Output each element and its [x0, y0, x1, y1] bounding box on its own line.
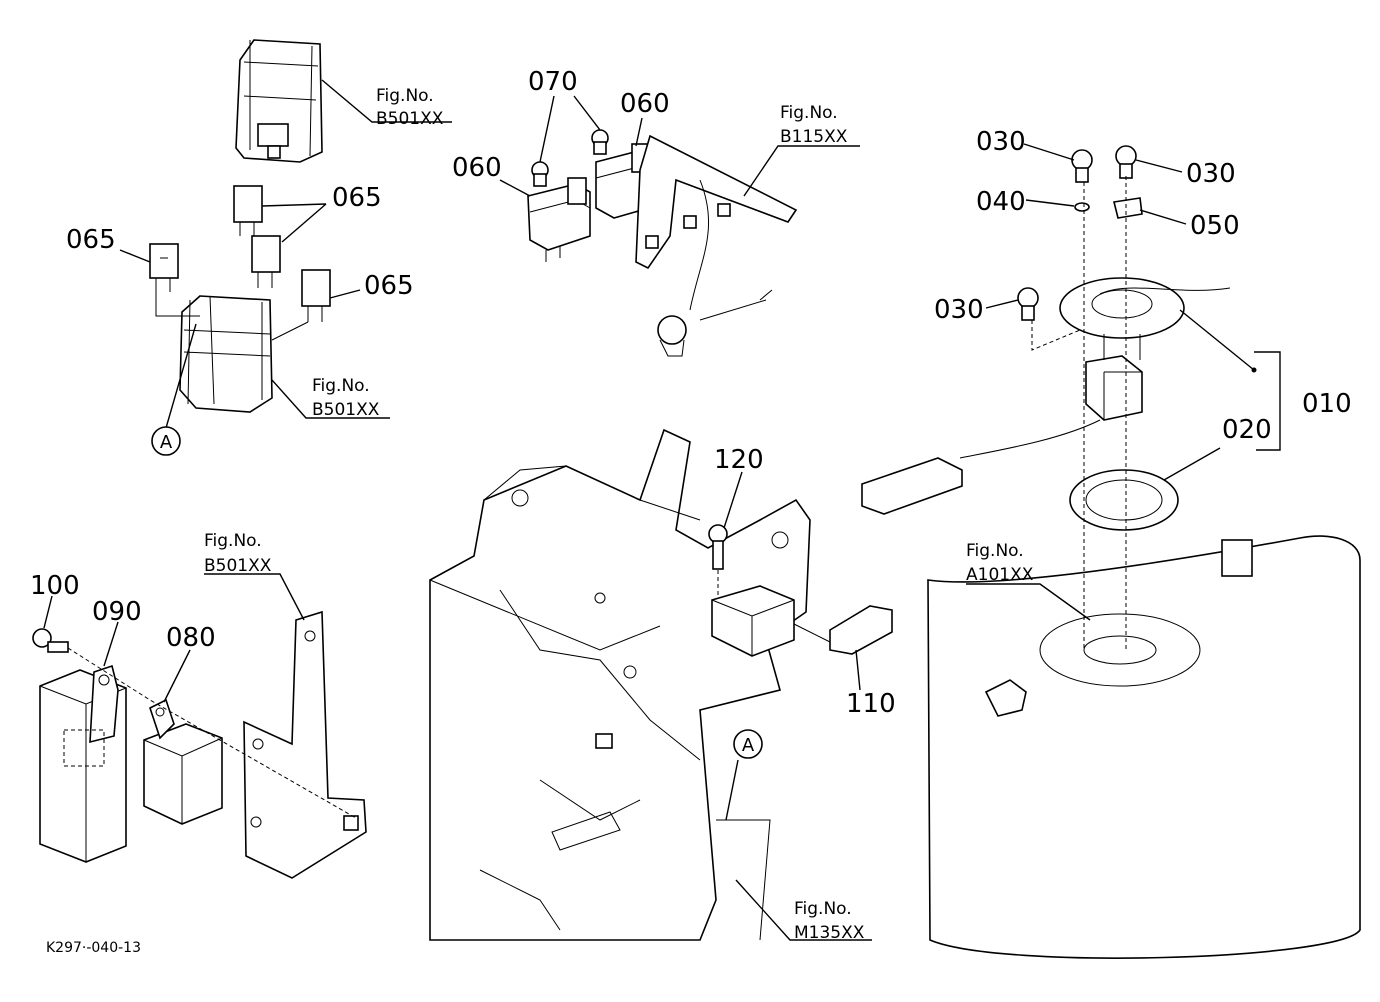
part-label-120: 120: [714, 445, 764, 475]
gasket-020: [1069, 469, 1179, 531]
part-label-090: 090: [92, 597, 142, 627]
frame-m135: [429, 428, 811, 941]
bracket-b501-lower: [243, 610, 367, 879]
bolt-070-left: [531, 161, 549, 187]
part-label-020: 020: [1222, 415, 1272, 445]
part-label-065-top: 065: [332, 183, 382, 213]
part-label-080: 080: [166, 623, 216, 653]
relay-065-top: [233, 185, 263, 236]
drawing-code: K297·-040-13: [46, 940, 141, 956]
figref-b501-mid-prefix: Fig.No.: [312, 376, 370, 396]
figref-b115-code: B115XX: [780, 127, 848, 147]
figref-a101-code: A101XX: [966, 565, 1034, 585]
part-label-050: 050: [1190, 211, 1240, 241]
figref-b501-mid-code: B501XX: [312, 400, 380, 420]
relay-block-lower: [179, 295, 273, 413]
part-label-060-left: 060: [452, 153, 502, 183]
part-label-100: 100: [30, 571, 80, 601]
part-label-030-top-left: 030: [976, 127, 1026, 157]
bolt-100: [32, 628, 69, 653]
part-label-010: 010: [1302, 389, 1352, 419]
figref-b501-top-code: B501XX: [376, 109, 444, 129]
figref-b501-low-code: B501XX: [204, 556, 272, 576]
relay-065-mid: [251, 235, 281, 288]
callout-a-center: [733, 729, 763, 759]
callout-a-left: [151, 426, 181, 456]
figref-b501-top-prefix: Fig.No.: [376, 86, 434, 106]
figref-a101-prefix: Fig.No.: [966, 541, 1024, 561]
figref-b501-low-prefix: Fig.No.: [204, 531, 262, 551]
relay-box-top: [235, 39, 323, 163]
figref-b115-prefix: Fig.No.: [780, 103, 838, 123]
figref-m135-prefix: Fig.No.: [794, 899, 852, 919]
part-label-040: 040: [976, 187, 1026, 217]
fuel-tank: [927, 535, 1361, 959]
part-label-110: 110: [846, 689, 896, 719]
part-label-065-left: 065: [66, 225, 116, 255]
figref-m135-code: M135XX: [794, 923, 865, 943]
relay-065-right: [271, 269, 331, 341]
callout-a-left-label: A: [160, 432, 173, 453]
callout-a-center-label: A: [742, 735, 755, 756]
clamp-050: [1113, 197, 1143, 219]
part-label-030-left: 030: [934, 295, 984, 325]
part-label-030-top-right: 030: [1186, 159, 1236, 189]
bolt-030-top-left: [1071, 149, 1093, 183]
relay-060-left: [527, 177, 591, 262]
bracket-b115: [635, 134, 798, 357]
part-label-070: 070: [528, 67, 578, 97]
relay-080: [143, 698, 223, 825]
relay-065-left: [149, 243, 200, 317]
relay-090: [39, 664, 127, 863]
controller-110: [711, 585, 893, 657]
bolt-030-top-right: [1115, 145, 1137, 179]
bolt-120: [708, 524, 728, 570]
bolt-070-right: [591, 129, 609, 155]
bolt-030-left: [1017, 287, 1039, 321]
washer-040: [1074, 202, 1090, 212]
part-label-060-right: 060: [620, 89, 670, 119]
part-label-065-right: 065: [364, 271, 414, 301]
sender-unit-010: [861, 277, 1231, 515]
